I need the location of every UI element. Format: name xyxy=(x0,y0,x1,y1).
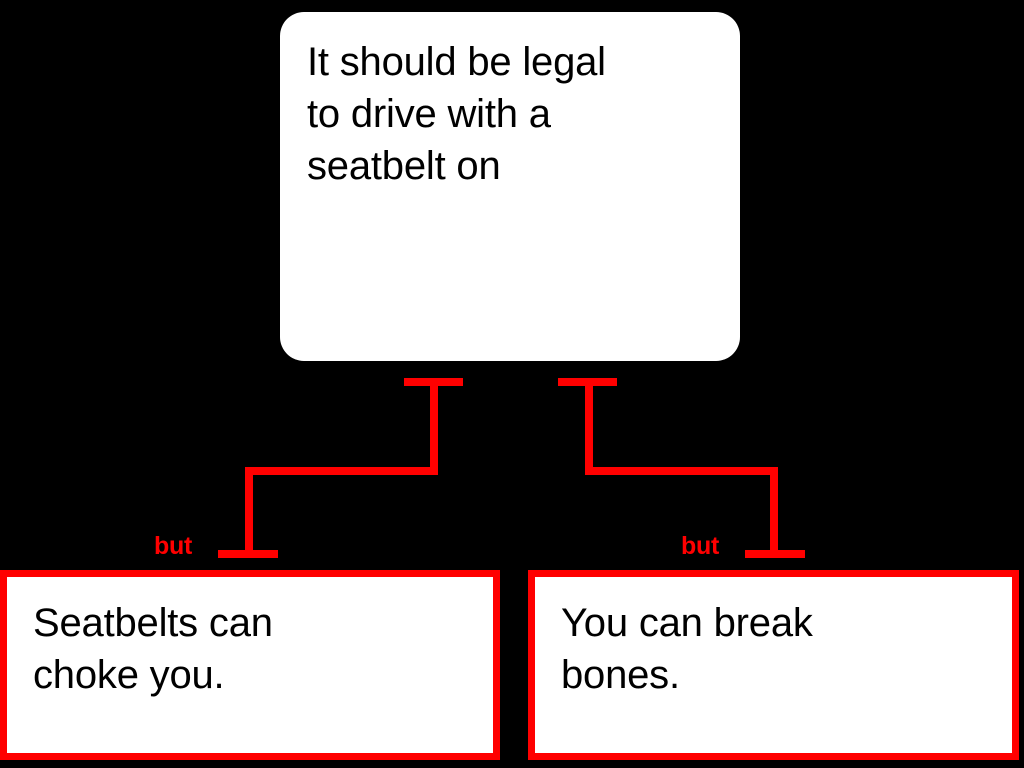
connector-claim-stub-right xyxy=(558,378,617,386)
objection-node-2[interactable]: You can break bones. xyxy=(528,570,1019,760)
claim-node-text: It should be legal to drive with a seatb… xyxy=(307,40,606,188)
connector-left-vertical-lower xyxy=(245,475,253,553)
connector-left-but-stub xyxy=(218,550,278,558)
objection-node-1-text: Seatbelts can choke you. xyxy=(33,601,273,697)
relation-label-but-right[interactable]: but xyxy=(681,532,719,560)
connector-left-vertical-upper xyxy=(430,386,438,475)
claim-node[interactable]: It should be legal to drive with a seatb… xyxy=(280,12,740,361)
objection-node-1[interactable]: Seatbelts can choke you. xyxy=(0,570,500,760)
objection-node-2-text: You can break bones. xyxy=(561,601,813,697)
relation-label-but-left[interactable]: but xyxy=(154,532,192,560)
connector-claim-stub-left xyxy=(404,378,463,386)
connector-left-horizontal xyxy=(245,467,438,475)
connector-right-vertical-upper xyxy=(585,386,593,475)
connector-right-horizontal xyxy=(585,467,778,475)
connector-right-vertical-lower xyxy=(770,475,778,553)
connector-right-but-stub xyxy=(745,550,805,558)
